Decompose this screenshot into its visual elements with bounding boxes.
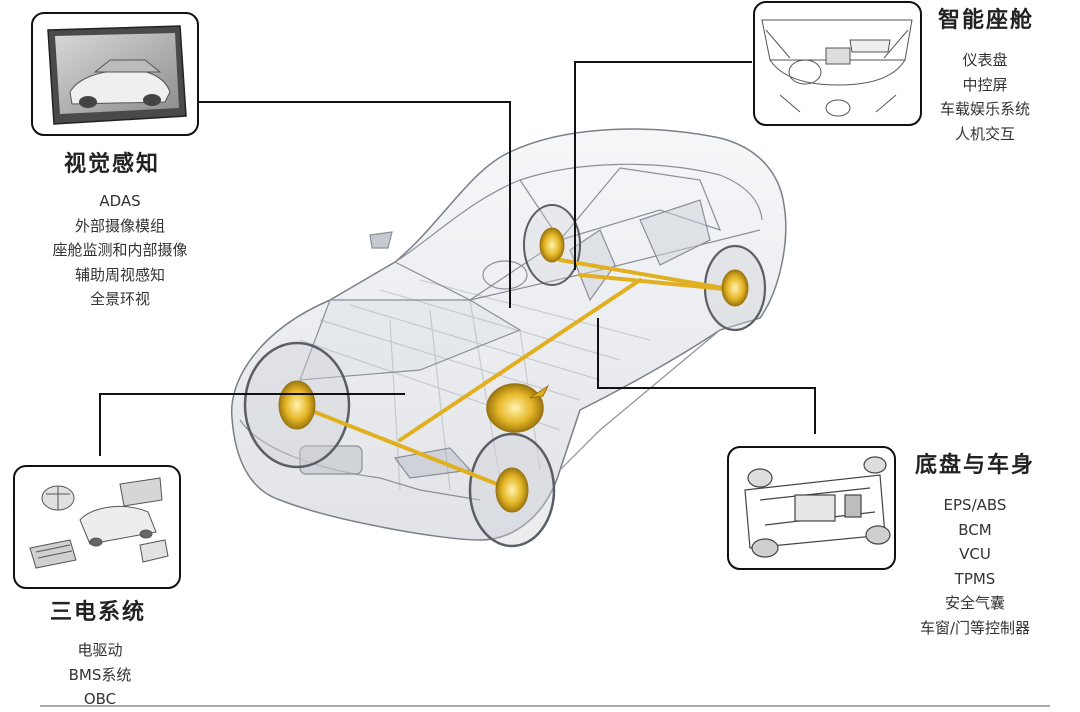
camera-monitor-icon xyxy=(47,25,187,125)
list-item: TPMS xyxy=(954,569,996,588)
list-item: 车载娱乐系统 xyxy=(939,100,1030,118)
car-interior-icon xyxy=(761,19,913,117)
connector-chassis xyxy=(597,318,816,434)
connector-vision xyxy=(198,101,511,308)
list-item: 仪表盘 xyxy=(962,51,1008,69)
car-wireframe xyxy=(230,128,787,548)
powertrain-list: 电驱动 BMS系统 OBC xyxy=(40,638,160,712)
thumbnail-cockpit xyxy=(753,1,922,126)
chassis-title: 底盘与车身 xyxy=(915,453,1036,478)
rear-axle-2 xyxy=(578,273,737,292)
thumbnail-vision xyxy=(31,12,199,136)
powertrain-title: 三电系统 xyxy=(50,600,147,625)
car-grille xyxy=(299,445,363,475)
chassis-frame-icon xyxy=(744,456,891,558)
cockpit-list: 仪表盘中控屏车载娱乐系统人机交互 xyxy=(910,48,1060,146)
list-item: BCM xyxy=(958,520,992,539)
list-item: 辅助周视感知 xyxy=(74,265,165,284)
list-item: 电驱动 xyxy=(77,641,123,659)
connector-powertrain xyxy=(99,393,405,456)
drivetrain xyxy=(295,258,737,492)
front-axle xyxy=(295,403,514,492)
thumbnail-powertrain xyxy=(13,465,181,589)
list-item: ADAS xyxy=(99,192,141,210)
thumbnail-chassis xyxy=(727,446,896,570)
chassis-list: EPS/ABS BCM VCU TPMS 安全气囊车窗/门等控制器 xyxy=(895,493,1055,640)
steering-wheel xyxy=(482,260,528,290)
hub-rear-left xyxy=(539,227,565,263)
motor-arrow-icon xyxy=(529,384,550,399)
cockpit-title: 智能座舱 xyxy=(938,8,1035,33)
list-item: 中控屏 xyxy=(962,75,1008,94)
drive-shaft xyxy=(398,278,642,442)
list-item: 车窗/门等控制器 xyxy=(919,618,1031,637)
car-side-window xyxy=(558,167,722,242)
hub-front-right xyxy=(495,467,529,513)
list-item: OBC xyxy=(83,690,117,708)
list-item: 全景环视 xyxy=(89,290,150,308)
list-item: BMS系统 xyxy=(68,665,132,684)
car-seat-rear xyxy=(639,199,711,266)
ev-components-icon xyxy=(29,477,169,569)
rear-axle xyxy=(558,258,737,292)
list-item: EPS/ABS xyxy=(943,496,1007,514)
car-windshield xyxy=(394,179,561,301)
list-item: 座舱监测和内部摄像 xyxy=(52,241,188,259)
list-item: VCU xyxy=(959,545,991,563)
list-item: 人机交互 xyxy=(954,124,1015,143)
hub-rear-right xyxy=(721,269,749,307)
car-headlight xyxy=(393,447,472,479)
motor-center xyxy=(486,383,544,433)
list-item: 安全气囊 xyxy=(944,594,1005,612)
connector-cockpit xyxy=(574,61,752,270)
car-hood xyxy=(299,299,522,381)
side-mirror xyxy=(369,231,393,249)
vision-list: ADAS 外部摄像模组座舱监测和内部摄像辅助周视感知全景环视 xyxy=(30,189,210,312)
vision-title: 视觉感知 xyxy=(64,152,161,177)
list-item: 外部摄像模组 xyxy=(74,216,165,235)
car-roof xyxy=(394,163,763,263)
hub-front-left xyxy=(278,380,316,430)
connector-lines xyxy=(99,61,816,456)
car-sill-line xyxy=(559,329,721,471)
